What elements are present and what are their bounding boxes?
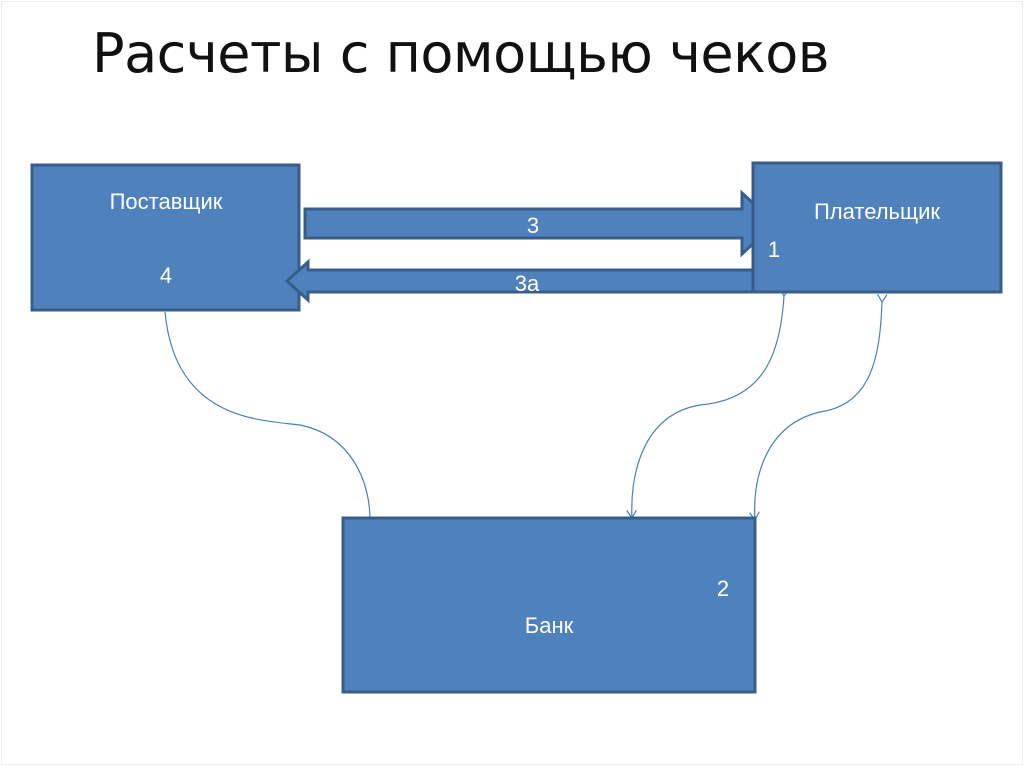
bank-step: 2 — [717, 576, 729, 601]
connector-payer-bank — [632, 296, 784, 518]
supplier-label: Поставщик — [110, 189, 223, 214]
payer-step: 1 — [768, 237, 780, 262]
connector-payer-bank-2 — [755, 302, 882, 520]
arrow-to-payer-label: 3 — [527, 213, 539, 238]
payer-box — [751, 161, 1003, 294]
supplier-step: 4 — [160, 263, 172, 288]
bank-box — [341, 516, 757, 694]
bank-label: Банк — [525, 613, 574, 638]
arrow-to-supplier — [284, 258, 772, 304]
slide-title: Расчеты с помощью чеков — [92, 22, 830, 85]
connector-supplier-bank — [164, 311, 371, 521]
payer-label: Плательщик — [814, 199, 940, 224]
arrow-to-supplier-label: 3а — [515, 271, 540, 296]
supplier-box — [30, 163, 301, 312]
arrow-to-payer — [303, 189, 778, 258]
